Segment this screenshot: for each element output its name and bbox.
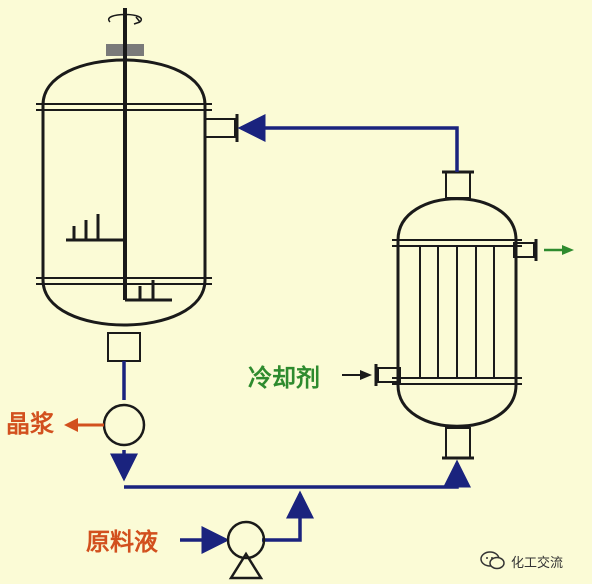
agitator-shaft <box>66 8 172 302</box>
piping <box>110 114 471 554</box>
wechat-icon <box>480 551 505 570</box>
coolant-inlet-arrow <box>342 370 372 380</box>
coolant-outlet-arrow <box>544 245 574 255</box>
crystallizer-vessel <box>36 44 239 362</box>
watermark-text: 化工交流 <box>511 555 564 571</box>
feed-liquid-label: 原料液 <box>86 528 158 556</box>
crystal-outlet-arrow <box>64 418 104 432</box>
watermark: 化工交流 <box>480 550 563 572</box>
coolant-label: 冷却剂 <box>248 364 320 392</box>
sight-glass <box>102 403 146 447</box>
crystal-slurry-label: 晶浆 <box>6 410 54 438</box>
cooler-heat-exchanger <box>374 170 538 460</box>
pump-icon <box>226 520 266 580</box>
